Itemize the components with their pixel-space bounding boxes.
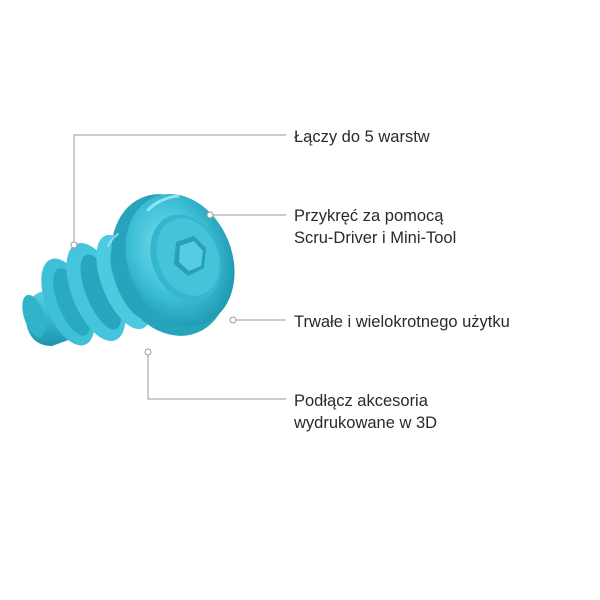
callout-line: Scru-Driver i Mini-Tool: [294, 229, 457, 247]
anchor-dot-2: [206, 211, 214, 219]
callout-screw-tools: Przykręć za pomocą Scru-Driver i Mini-To…: [294, 205, 456, 249]
leader-lines: [73, 134, 286, 400]
leader-line-4: [147, 355, 286, 400]
callout-layers: Łączy do 5 warstw: [294, 126, 430, 148]
callout-line: Przykręć za pomocą: [294, 207, 444, 225]
anchor-dot-1: [70, 241, 78, 249]
anchor-dot-3: [229, 316, 237, 324]
callout-line: Łączy do 5 warstw: [294, 128, 430, 146]
fastener-icon: [22, 194, 235, 346]
leader-line-1: [73, 134, 286, 243]
anchor-dots: [70, 211, 237, 356]
callout-durable: Trwałe i wielokrotnego użytku: [294, 311, 510, 333]
callout-line: wydrukowane w 3D: [294, 414, 438, 432]
callout-line: Trwałe i wielokrotnego użytku: [294, 313, 510, 331]
anchor-dot-4: [144, 348, 152, 356]
callout-3d-accessories: Podłącz akcesoria wydrukowane w 3D: [294, 390, 437, 434]
callout-line: Podłącz akcesoria: [294, 392, 428, 410]
